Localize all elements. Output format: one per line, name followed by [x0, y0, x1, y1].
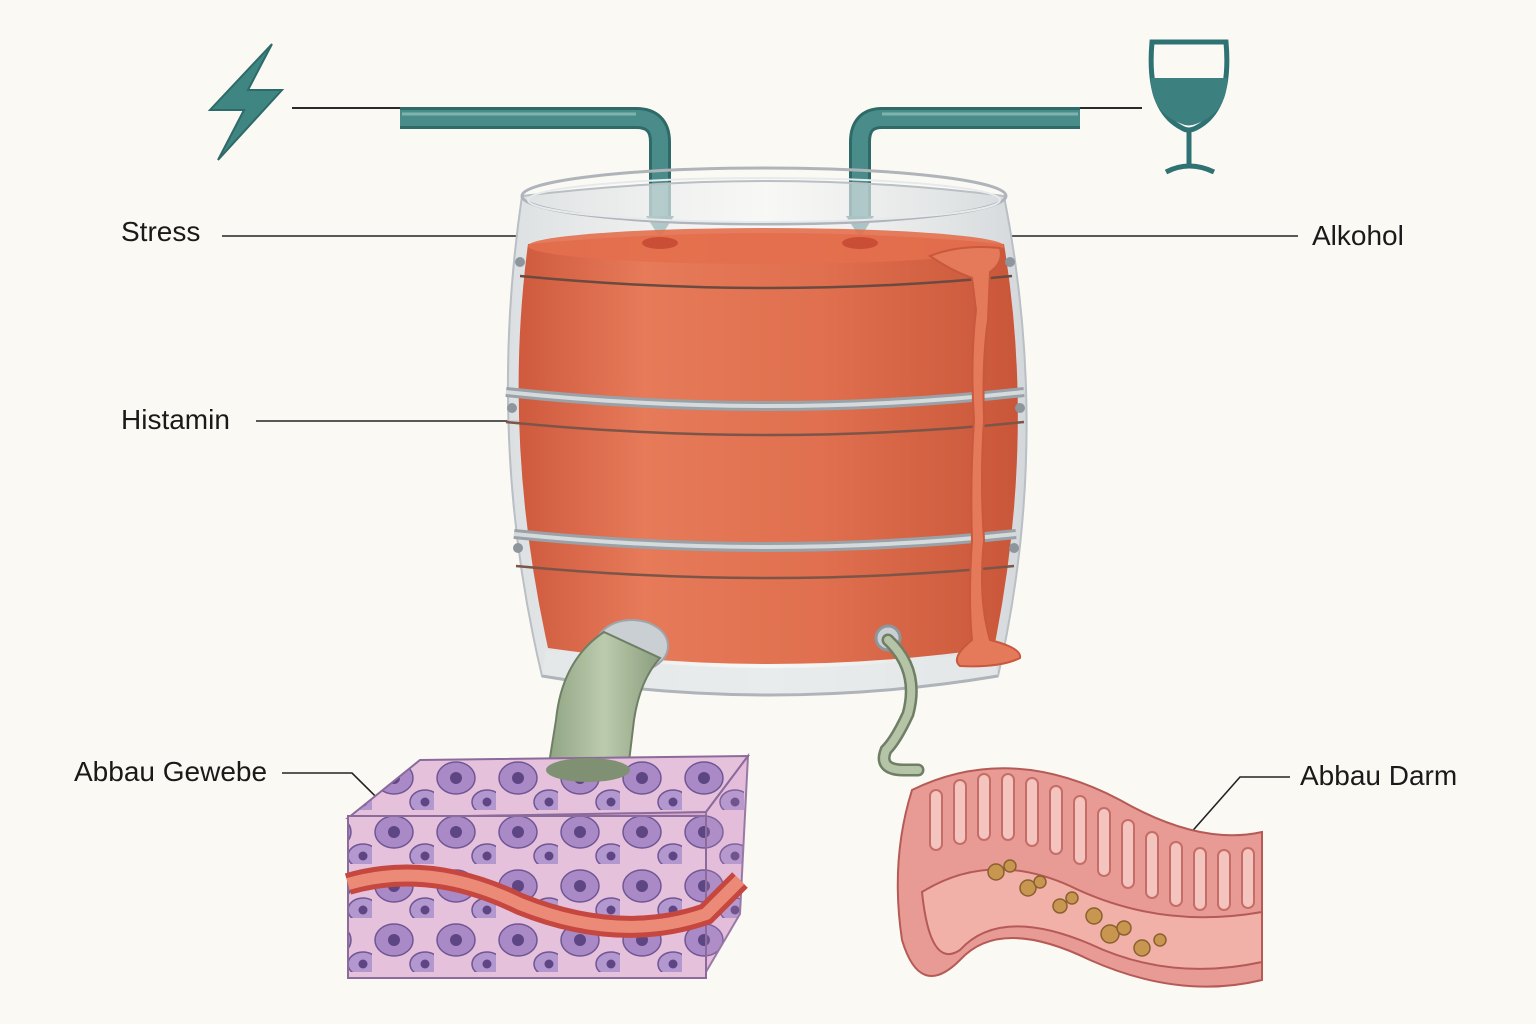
stress-label: Stress	[121, 216, 201, 247]
barrel-hoop	[515, 564, 1015, 580]
lightning-bolt-icon	[207, 43, 285, 161]
food-particles	[987, 859, 1167, 957]
tissue-block	[344, 752, 751, 979]
barrel-hoop	[505, 420, 1025, 437]
intestinal-villi	[929, 773, 1255, 911]
barrel-hoop	[519, 274, 1013, 290]
histamin-label: Histamin	[121, 404, 230, 435]
abbau-gewebe-label: Abbau Gewebe	[74, 756, 268, 787]
histamine-liquid	[518, 233, 1018, 664]
wine-glass-icon	[1148, 39, 1230, 175]
intestine-outflow-tube	[874, 624, 925, 777]
intestine-section	[896, 767, 1263, 988]
histamine-barrel	[505, 166, 1028, 697]
histamine-overflow	[927, 246, 1022, 668]
barrel-rim	[520, 166, 1008, 226]
abbau-darm-label: Abbau Darm	[1300, 760, 1458, 791]
alkohol-label: Alkohol	[1312, 220, 1404, 251]
tissue-outflow-tube	[546, 619, 669, 771]
